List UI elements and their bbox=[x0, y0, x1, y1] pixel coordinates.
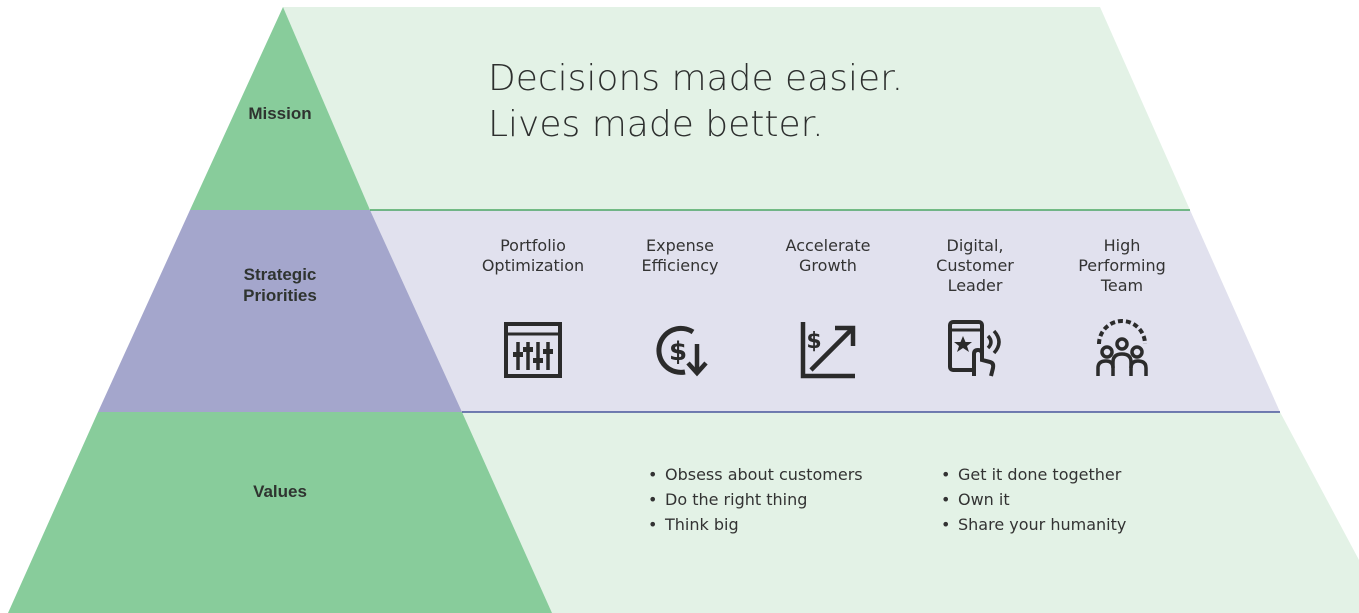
value-item: • Do the right thing bbox=[648, 487, 863, 512]
growth-arrow-icon: $ bbox=[800, 322, 856, 379]
value-text: Own it bbox=[958, 490, 1010, 509]
bullet: • bbox=[648, 490, 658, 509]
mission-line-2: Lives made better. bbox=[488, 104, 824, 145]
bullet: • bbox=[941, 515, 951, 534]
values-list-right: • Get it done together • Own it • Share you… bbox=[941, 462, 1126, 537]
values-band bbox=[462, 412, 1359, 613]
values-section bbox=[8, 412, 552, 613]
values-label: Values bbox=[253, 482, 307, 501]
value-text: Do the right thing bbox=[665, 490, 808, 509]
bullet: • bbox=[648, 465, 658, 484]
value-item: • Obsess about customers bbox=[648, 462, 863, 487]
value-text: Get it done together bbox=[958, 465, 1122, 484]
mission-band bbox=[283, 7, 1190, 210]
value-text: Obsess about customers bbox=[665, 465, 863, 484]
team-icon bbox=[1096, 319, 1148, 376]
mobile-tap-icon bbox=[948, 320, 1001, 377]
value-item: • Share your humanity bbox=[941, 512, 1126, 537]
sliders-icon bbox=[504, 322, 562, 378]
value-text: Share your humanity bbox=[958, 515, 1127, 534]
value-item: • Own it bbox=[941, 487, 1126, 512]
bullet: • bbox=[941, 465, 951, 484]
dollar-down-icon: $ bbox=[656, 325, 708, 377]
mission-label: Mission bbox=[248, 104, 312, 123]
priorities-band bbox=[370, 210, 1280, 412]
value-item: • Think big bbox=[648, 512, 863, 537]
bullet: • bbox=[941, 490, 951, 509]
svg-text:$: $ bbox=[806, 329, 821, 354]
svg-text:$: $ bbox=[669, 337, 687, 367]
bullet: • bbox=[648, 515, 658, 534]
value-item: • Get it done together bbox=[941, 462, 1126, 487]
mission-statement: Decisions made easier. Lives made better… bbox=[488, 56, 903, 148]
priorities-section bbox=[98, 210, 462, 412]
mission-line-1: Decisions made easier. bbox=[488, 58, 904, 99]
values-list-left: • Obsess about customers • Do the right th… bbox=[648, 462, 863, 537]
mission-section bbox=[190, 7, 370, 210]
value-text: Think big bbox=[665, 515, 739, 534]
